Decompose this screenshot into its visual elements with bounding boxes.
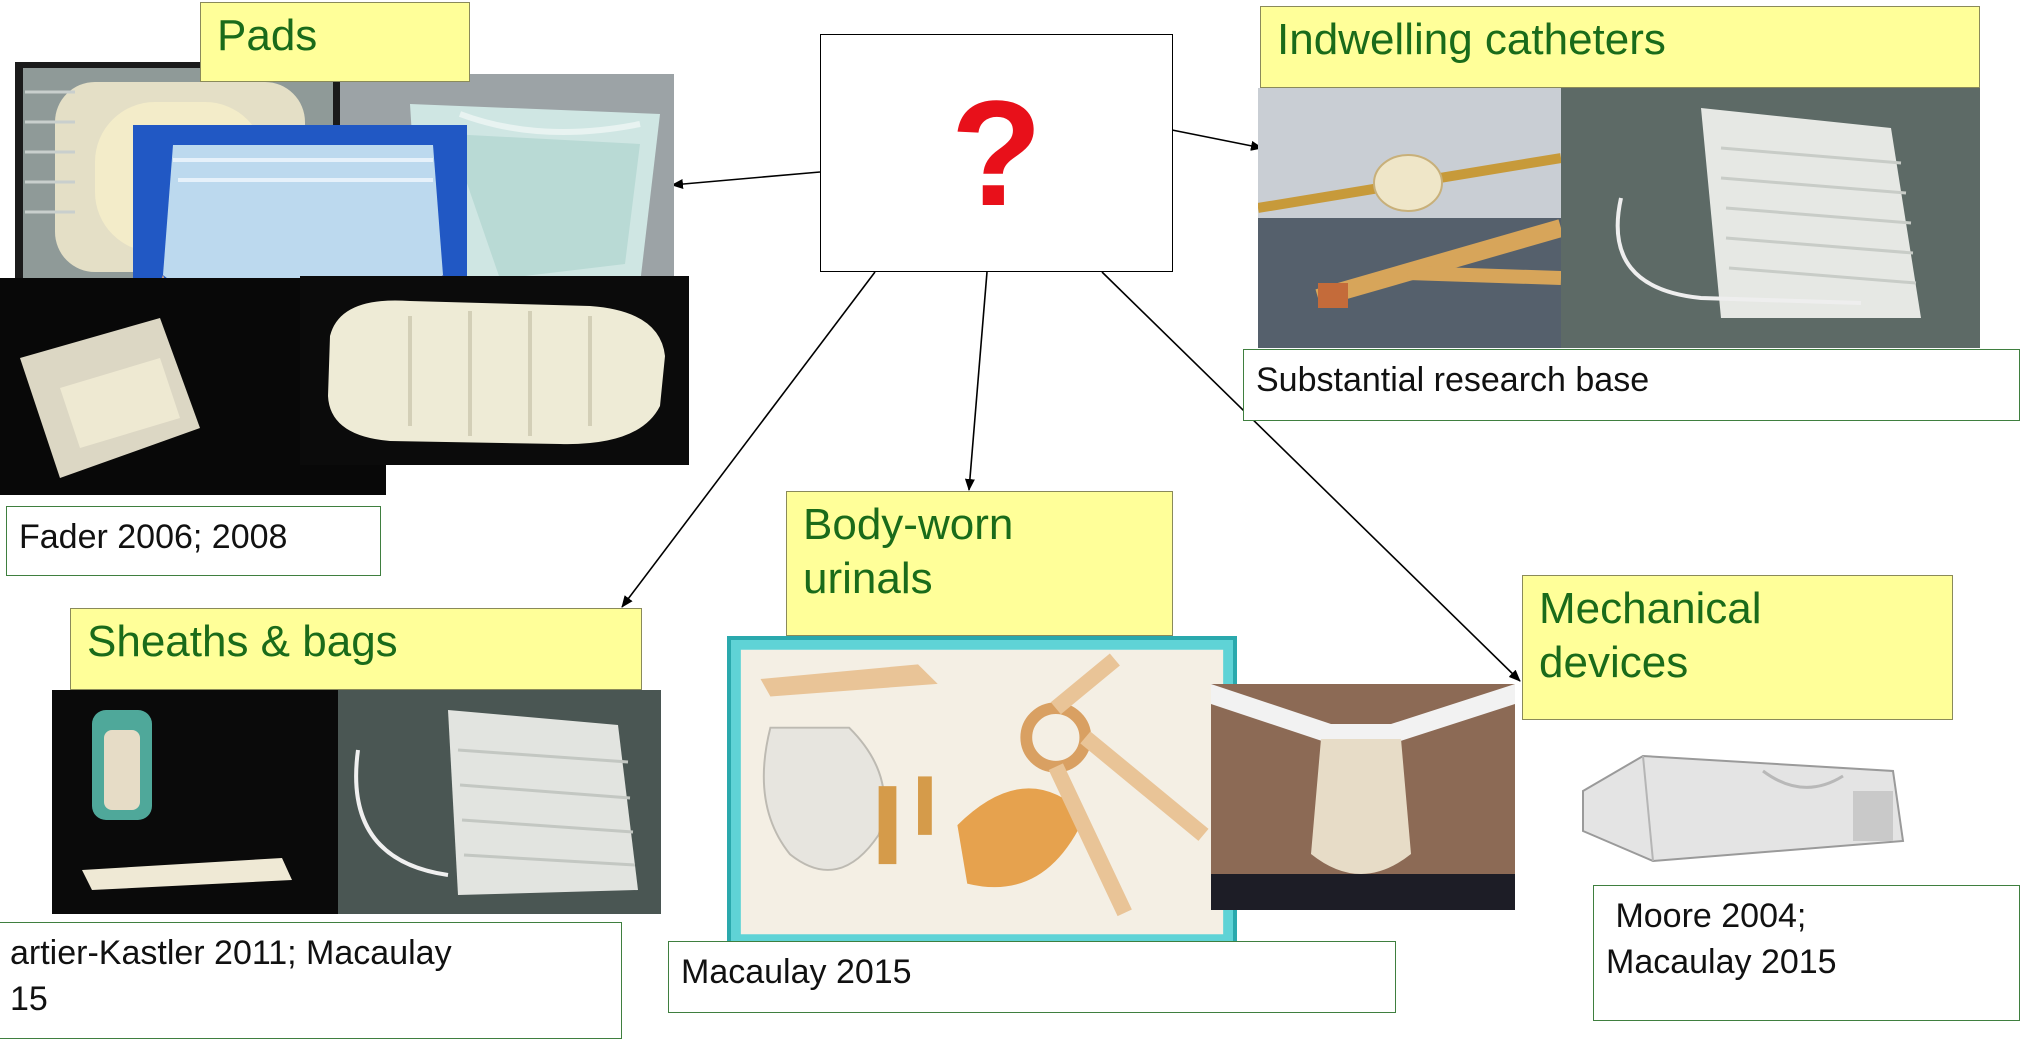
question-mark: ?: [951, 78, 1043, 228]
worn-urinal-photo: [1211, 684, 1515, 910]
sheaths-citation: artier-Kastler 2011; Macaulay 15: [0, 922, 622, 1039]
arrow-to-catheters: [1172, 130, 1262, 148]
pads-citation: Fader 2006; 2008: [6, 506, 381, 576]
sheath-photo: [52, 690, 338, 914]
catheters-label: Indwelling catheters: [1260, 6, 1980, 88]
pads-label: Pads: [200, 2, 470, 82]
urinals-citation: Macaulay 2015: [668, 941, 1396, 1013]
folded-pad-photo: [300, 276, 689, 465]
leg-bag-photo: [338, 690, 661, 914]
catheters-citation: Substantial research base: [1243, 349, 2020, 421]
urinal-kit-photo: [727, 636, 1237, 948]
drainage-bag-photo: [1561, 88, 1980, 348]
penile-clamp-photo: [1563, 731, 1910, 881]
sheaths-label: Sheaths & bags: [70, 608, 642, 690]
mechanical-label: Mechanical devices: [1522, 575, 1953, 720]
arrow-to-pads: [672, 172, 820, 185]
mechanical-citation: Moore 2004; Macaulay 2015: [1593, 885, 2020, 1021]
foley-catheter-photo: [1258, 88, 1561, 348]
arrow-to-urinals: [969, 272, 987, 490]
center-question-box: ?: [820, 34, 1173, 272]
urinals-label: Body-worn urinals: [786, 491, 1173, 636]
